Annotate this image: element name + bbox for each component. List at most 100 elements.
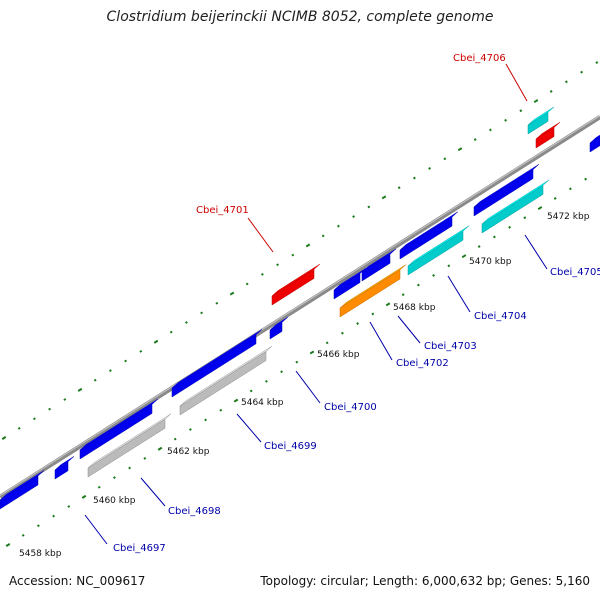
gene-label-cbei-4706[interactable]: Cbei_4706 — [453, 53, 506, 64]
gene-arrow-cbei-4697[interactable] — [79, 398, 159, 460]
gene-label-cbei-4697[interactable]: Cbei_4697 — [113, 543, 166, 554]
tick-mark-outer — [260, 272, 264, 276]
tick-mark-inner — [249, 389, 253, 393]
tick-mark-outer — [215, 301, 219, 305]
tick-mark-inner — [112, 476, 116, 480]
tick-mark-outer — [549, 90, 553, 93]
leader-cbei-4699 — [236, 413, 262, 443]
tick-mark-inner — [584, 177, 588, 181]
gene-arrow-cbei-4703b[interactable] — [361, 248, 397, 282]
leader-cbei-4701 — [247, 217, 274, 253]
tick-row-inner — [5, 177, 588, 547]
tick-mark-inner — [309, 350, 315, 355]
genome-backbone — [0, 115, 600, 499]
tick-mark-inner — [508, 225, 512, 229]
tick-mark-outer — [169, 330, 173, 334]
tick-mark-inner — [280, 370, 284, 374]
gene-arrow-right-edge[interactable] — [589, 131, 600, 153]
tick-mark-outer — [200, 311, 204, 315]
gene-arrow-cbei-4702[interactable] — [339, 264, 407, 318]
tick-mark-outer — [336, 224, 340, 228]
tick-mark-outer — [397, 186, 401, 190]
tick-mark-outer — [229, 291, 235, 296]
tick-mark-inner — [461, 254, 467, 259]
tick-mark-outer — [564, 80, 568, 84]
tick-mark-inner — [568, 187, 572, 191]
tick-mark-outer — [457, 147, 463, 152]
tick-mark-outer — [305, 243, 311, 248]
tick-mark-inner — [477, 245, 481, 248]
tick-mark-inner — [21, 533, 25, 537]
tick-mark-outer — [412, 176, 416, 180]
tick-mark-inner — [432, 274, 436, 277]
tick-mark-inner — [295, 360, 299, 364]
tick-mark-inner — [188, 428, 192, 431]
tick-mark-outer — [488, 128, 492, 132]
gene-arrow-cbei-4706b[interactable] — [535, 121, 561, 149]
leader-cbei-4703 — [397, 315, 421, 344]
tick-mark-inner — [36, 524, 40, 528]
gene-arrow-cbei-4704[interactable] — [407, 225, 470, 276]
gene-label-cbei-4705[interactable]: Cbei_4705 — [550, 267, 600, 278]
tick-mark-outer — [48, 407, 52, 411]
gene-arrow-cbei-4700[interactable] — [269, 316, 289, 340]
tick-mark-inner — [219, 408, 223, 412]
gene-label-cbei-4702[interactable]: Cbei_4702 — [396, 358, 449, 369]
gene-arrow-left-edge[interactable] — [0, 470, 45, 510]
tick-mark-outer — [291, 253, 295, 257]
label-leader-lines — [84, 63, 548, 545]
tick-mark-outer — [428, 167, 432, 170]
gene-arrow-cbei-4706[interactable] — [527, 106, 555, 135]
tick-mark-outer — [443, 157, 447, 161]
scale-label-5458: 5458 kbp — [19, 549, 62, 559]
genome-backbone-highlight — [0, 115, 600, 497]
gene-arrow-cbei-4698b[interactable] — [171, 329, 263, 398]
tick-mark-outer — [276, 263, 280, 267]
gene-arrow-cbei-4699[interactable] — [179, 345, 273, 416]
tick-mark-outer — [519, 109, 523, 113]
gene-label-cbei-4701[interactable]: Cbei_4701 — [196, 205, 249, 216]
gene-features — [0, 106, 600, 510]
gene-arrow-cbei-4698[interactable] — [87, 413, 172, 478]
gene-label-cbei-4700[interactable]: Cbei_4700 — [324, 402, 377, 413]
tick-mark-outer — [504, 118, 508, 122]
tick-mark-outer — [533, 99, 539, 104]
map-title: Clostridium beijerinckii NCIMB 8052, com… — [106, 9, 494, 25]
gene-arrow-cbei-4704b[interactable] — [473, 164, 540, 217]
tick-mark-outer — [595, 61, 599, 64]
tick-mark-outer — [124, 359, 128, 363]
tick-mark-inner — [537, 206, 543, 211]
tick-mark-inner — [523, 216, 527, 220]
gene-label-cbei-4703[interactable]: Cbei_4703 — [424, 341, 477, 352]
gene-arrow-small-4697[interactable] — [54, 456, 75, 480]
tick-mark-outer — [32, 417, 36, 421]
leader-cbei-4700 — [295, 370, 321, 404]
genome-summary-text: Topology: circular; Length: 6,000,632 bp… — [260, 574, 590, 588]
tick-mark-outer — [367, 205, 371, 209]
tick-mark-inner — [356, 322, 360, 325]
tick-mark-outer — [108, 369, 112, 373]
accession-text: Accession: NC_009617 — [9, 574, 146, 588]
tick-mark-inner — [492, 235, 496, 239]
gene-arrow-cbei-4703[interactable] — [399, 211, 459, 260]
leader-cbei-4698 — [140, 477, 166, 507]
scale-label-5462: 5462 kbp — [167, 447, 210, 457]
tick-mark-outer — [245, 282, 249, 286]
tick-mark-inner — [204, 418, 208, 422]
tick-mark-inner — [128, 466, 132, 470]
gene-label-cbei-4699[interactable]: Cbei_4699 — [264, 441, 317, 452]
tick-row-outer — [1, 61, 599, 440]
tick-mark-inner — [5, 543, 11, 547]
tick-mark-outer — [139, 349, 143, 353]
tick-mark-outer — [473, 138, 477, 141]
gene-label-cbei-4698[interactable]: Cbei_4698 — [168, 506, 221, 517]
tick-mark-outer — [153, 339, 159, 344]
gene-label-cbei-4704[interactable]: Cbei_4704 — [474, 311, 527, 322]
gene-arrow-cbei-4705[interactable] — [481, 179, 550, 234]
scale-label-5464: 5464 kbp — [241, 398, 284, 408]
tick-mark-outer — [184, 321, 188, 324]
tick-mark-outer — [77, 387, 83, 392]
gene-arrow-cbei-4701[interactable] — [271, 263, 321, 306]
scale-label-5470: 5470 kbp — [469, 257, 512, 267]
tick-mark-inner — [52, 514, 56, 518]
